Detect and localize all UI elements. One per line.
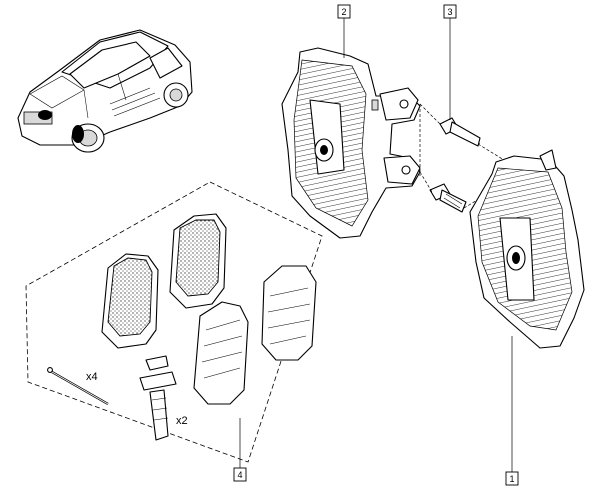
car-illustration	[17, 29, 193, 153]
guide-bolt-lower	[429, 183, 467, 213]
brake-pad-upper-left	[101, 253, 159, 349]
callout-1-label: 1	[509, 474, 514, 484]
brake-pad-upper-right	[169, 213, 227, 309]
callout-2: 2	[337, 4, 351, 19]
pin-quantity-label: x4	[86, 371, 98, 383]
callout-leaders	[239, 18, 513, 472]
spring-quantity-label: x2	[176, 415, 188, 427]
guide-bolt-upper	[439, 117, 481, 147]
callout-3: 3	[443, 4, 457, 19]
callout-2-label: 2	[341, 7, 346, 17]
anti-rattle-spring	[139, 355, 177, 441]
brake-pad-lower-right	[261, 265, 317, 361]
brake-pad-lower-left	[193, 301, 249, 405]
caliper-assembly-part	[469, 149, 585, 349]
callout-4: 4	[233, 467, 247, 482]
caliper-body-part	[281, 47, 421, 239]
callout-3-label: 3	[447, 7, 452, 17]
callout-4-label: 4	[237, 470, 242, 480]
callout-1: 1	[505, 471, 519, 486]
retaining-pin	[47, 367, 109, 405]
alignment-lines	[419, 103, 505, 209]
